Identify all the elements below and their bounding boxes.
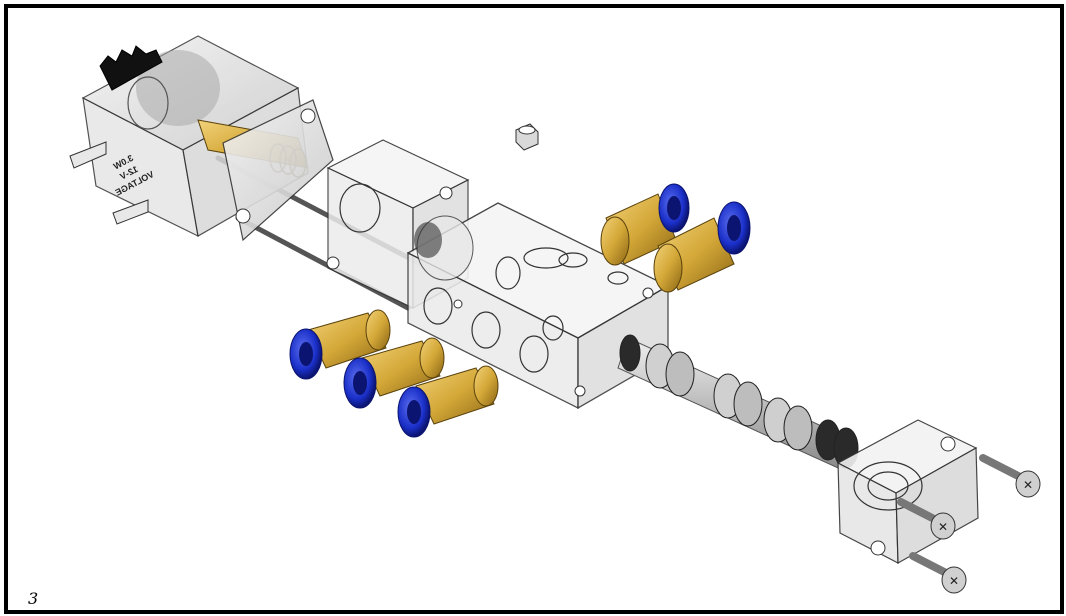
fitting-upper-2 <box>653 201 751 293</box>
svg-text:✕: ✕ <box>938 520 948 534</box>
adapter-block <box>326 139 470 310</box>
fitting-lower-1 <box>289 309 391 380</box>
seal-ring <box>665 351 695 397</box>
spool-assembly <box>617 334 859 469</box>
screw-2: ✕ <box>897 498 956 540</box>
screw-1: ✕ <box>979 454 1041 498</box>
fitting-lower-2 <box>343 337 445 409</box>
mounting-plate <box>222 99 334 242</box>
sheet-number: 3 <box>28 589 39 608</box>
seal-ring <box>619 334 641 372</box>
seal-ring <box>783 405 813 451</box>
drawing-frame: VOLTAGE 12-V 3.0W <box>4 4 1064 614</box>
exploded-assembly-diagram: VOLTAGE 12-V 3.0W <box>69 35 1041 594</box>
screw-3: ✕ <box>909 552 967 594</box>
fitting-lower-3 <box>397 365 499 438</box>
seal-ring <box>733 381 763 427</box>
svg-text:✕: ✕ <box>949 574 959 588</box>
small-nut <box>515 123 539 151</box>
svg-text:✕: ✕ <box>1023 478 1033 492</box>
end-cap <box>836 419 979 565</box>
